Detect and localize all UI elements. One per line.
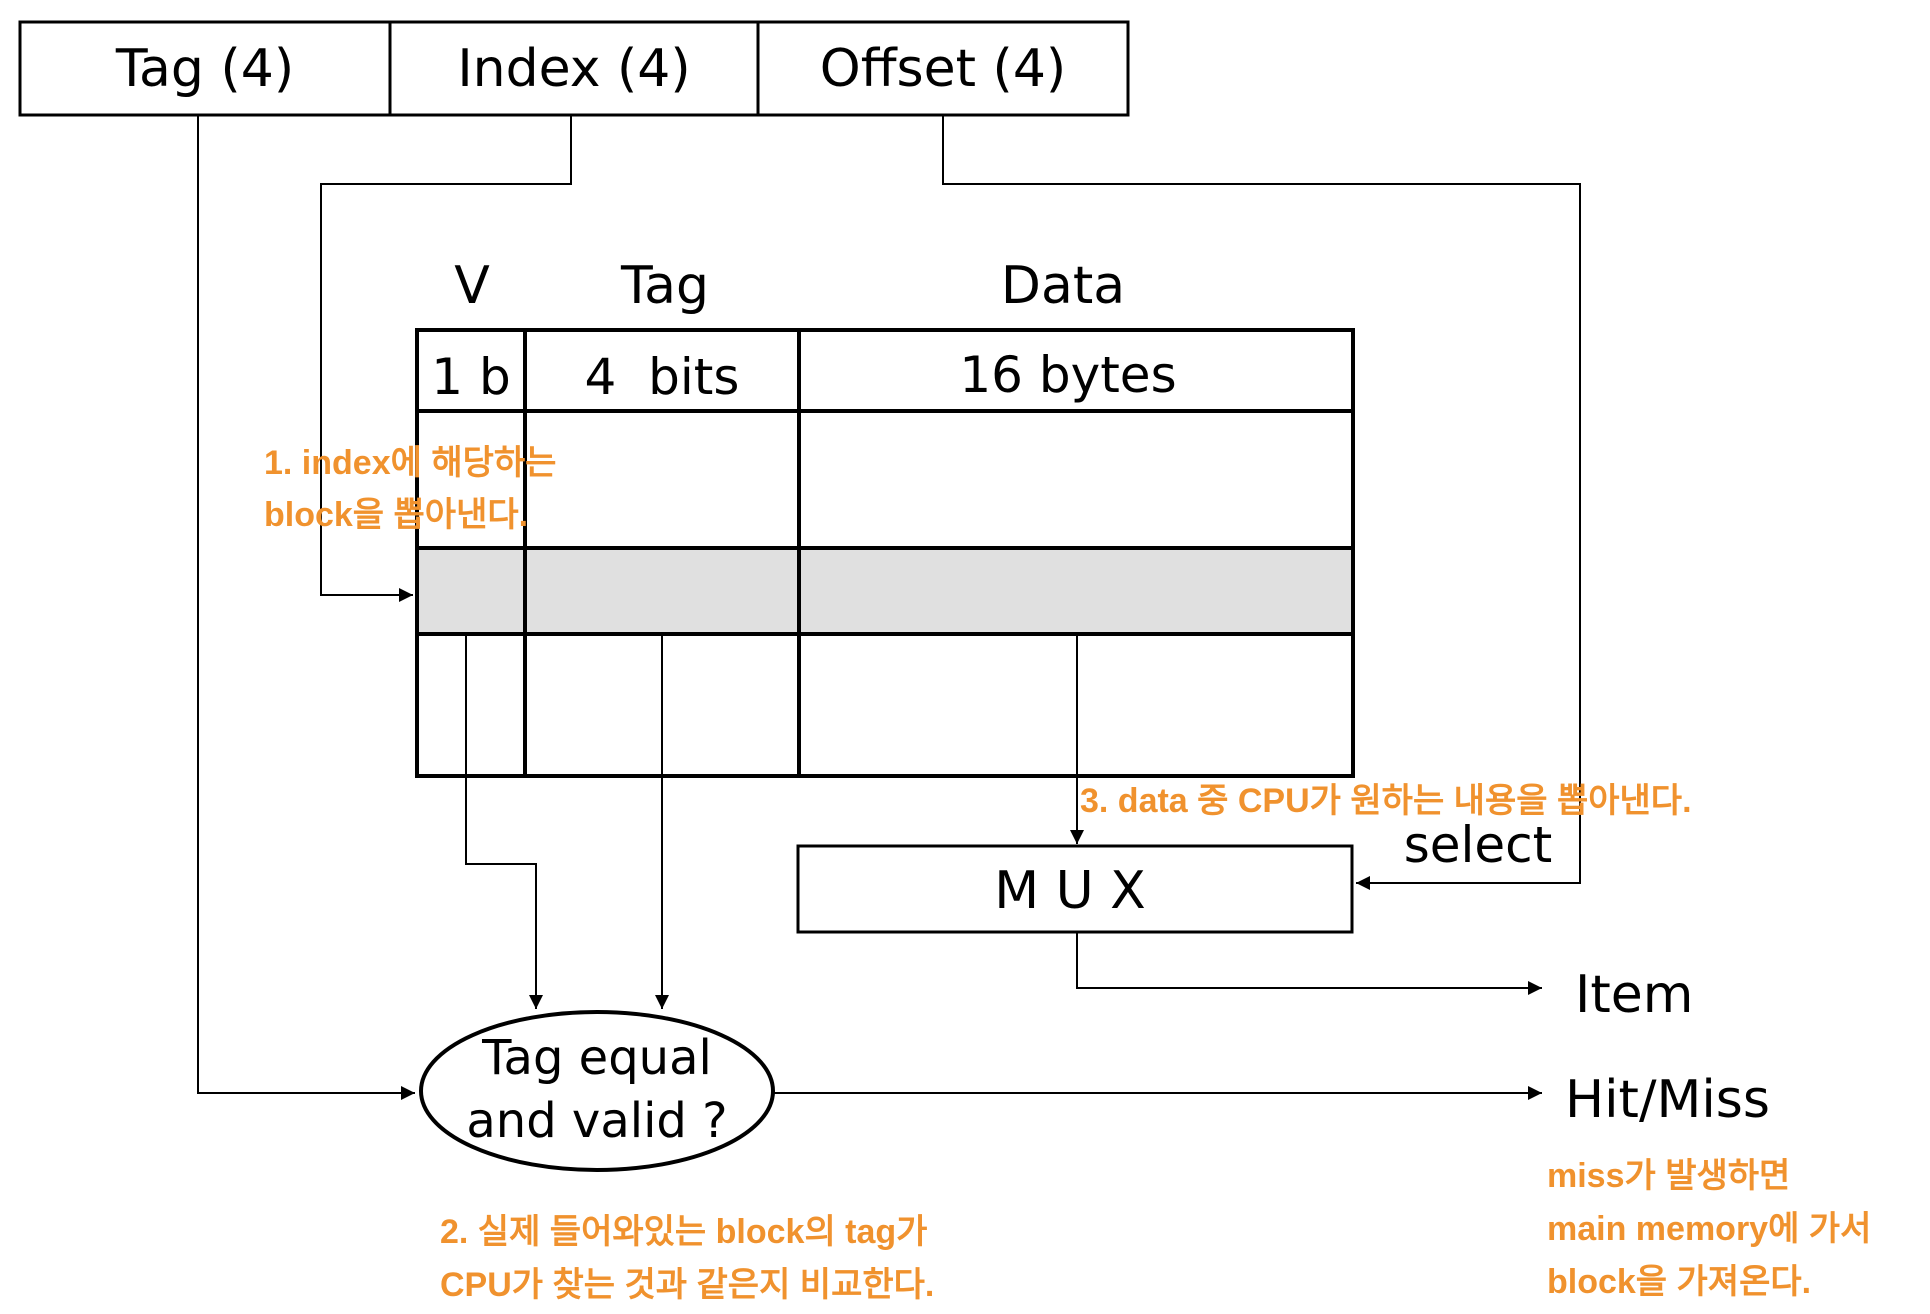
address-field-index-label: Index (4) bbox=[457, 39, 690, 99]
column-header-tag: Tag bbox=[620, 256, 709, 316]
annotation-miss-line2: main memory에 가서 bbox=[1547, 1210, 1871, 1248]
comparator-ellipse bbox=[419, 1010, 775, 1172]
v-width-label: 1 b bbox=[431, 348, 510, 406]
annotation-miss-line1: miss가 발생하면 bbox=[1547, 1157, 1790, 1195]
mux-to-item-line bbox=[1076, 932, 1542, 995]
comparator-line-2: and valid ? bbox=[466, 1093, 727, 1149]
comparator: Tag equal and valid ? bbox=[419, 1010, 775, 1172]
tag-to-comparator-line bbox=[197, 115, 415, 1100]
annotation-step1-line1: 1. index에 해당하는 bbox=[264, 444, 556, 482]
column-header-v: V bbox=[454, 256, 490, 316]
mux-box bbox=[796, 844, 1354, 934]
annotations: 1. index에 해당하는 block을 뽑아낸다. 2. 실제 들어와있는 … bbox=[264, 444, 1871, 1304]
annotation-step1-line2: block을 뽑아낸다. bbox=[264, 496, 528, 534]
offset-to-select-line bbox=[942, 115, 1581, 890]
output-item-label: Item bbox=[1575, 965, 1693, 1025]
data-width-label: 16 bytes bbox=[959, 346, 1176, 404]
cache-highlighted-row bbox=[417, 548, 1353, 634]
address-fields: Tag (4) Index (4) Offset (4) bbox=[18, 20, 1130, 117]
valid-to-comparator-line bbox=[465, 634, 543, 1009]
address-field-offset-label: Offset (4) bbox=[820, 39, 1066, 99]
annotation-step2-line2: CPU가 찾는 것과 같은지 비교한다. bbox=[440, 1266, 934, 1304]
comparator-line-1: Tag equal bbox=[481, 1030, 712, 1086]
index-to-row-line bbox=[320, 115, 572, 602]
column-header-data: Data bbox=[1001, 256, 1125, 316]
address-field-tag-label: Tag (4) bbox=[115, 39, 294, 99]
annotation-step3-line1: 3. data 중 CPU가 원하는 내용을 뽑아낸다. bbox=[1080, 782, 1692, 820]
mux: M U X select bbox=[796, 816, 1553, 934]
output-hit-miss-label: Hit/Miss bbox=[1565, 1070, 1770, 1130]
mux-label: M U X bbox=[994, 861, 1146, 921]
annotation-step2-line1: 2. 실제 들어와있는 block의 tag가 bbox=[440, 1213, 927, 1251]
cache-table: V Tag Data 1 b 4 bits 16 bytes bbox=[415, 256, 1355, 778]
mux-select-label: select bbox=[1404, 816, 1553, 874]
connectors bbox=[197, 115, 1581, 1100]
tag-width-label: 4 bits bbox=[585, 348, 740, 406]
annotation-miss-line3: block을 가져온다. bbox=[1547, 1263, 1811, 1301]
